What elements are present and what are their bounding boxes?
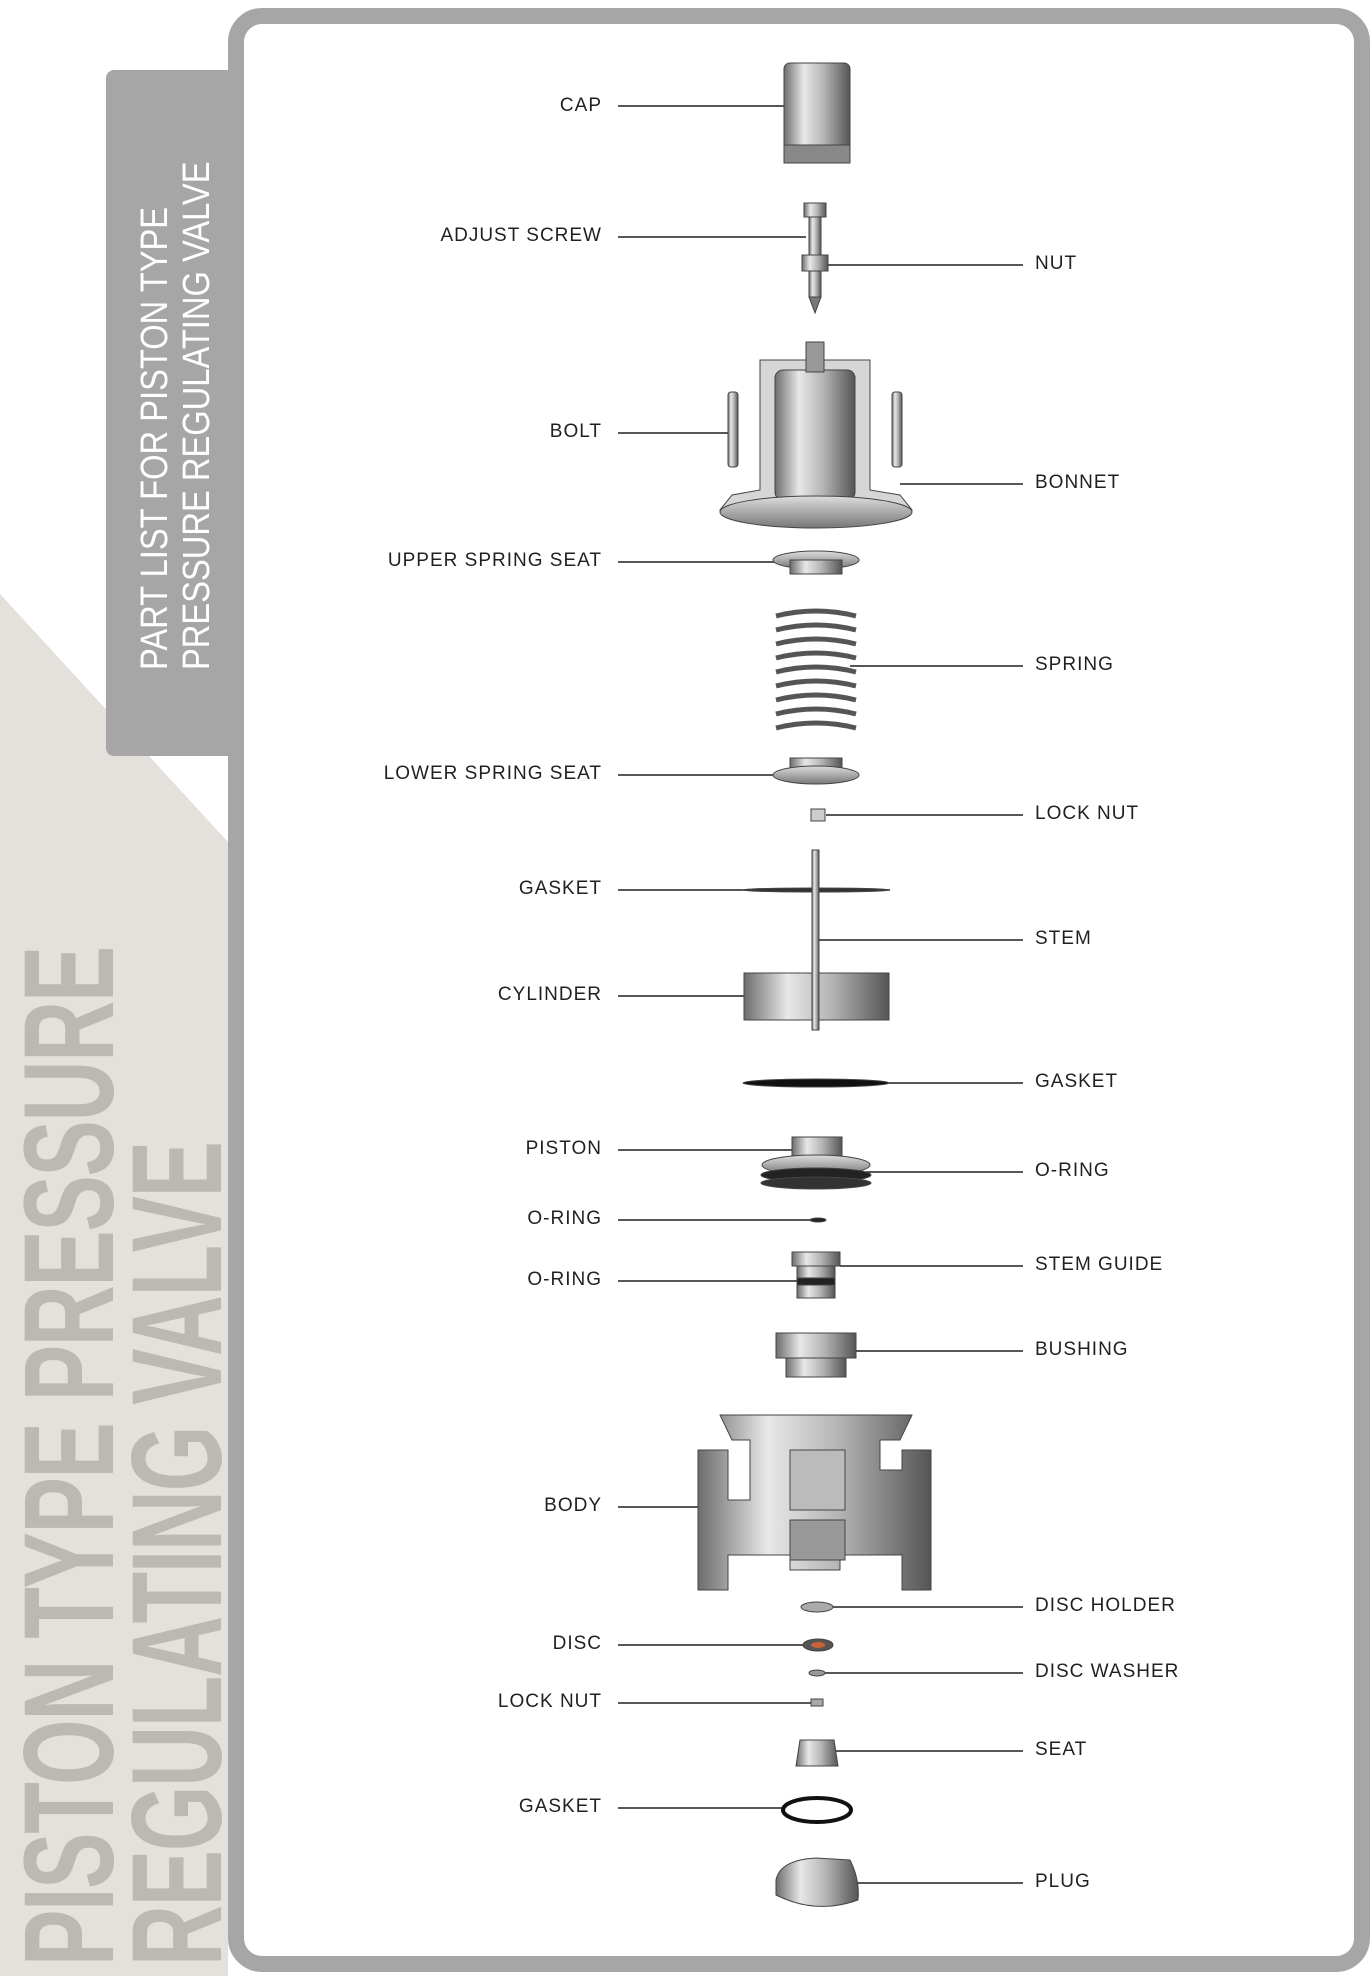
seat-part (795, 1739, 839, 1767)
label-gasket-upper: GASKET (518, 878, 602, 899)
label-gasket-right: GASKET (1035, 1071, 1119, 1092)
label-lower-spring-seat: LOWER SPRING SEAT (383, 763, 602, 784)
label-lock-nut: LOCK NUT (1035, 803, 1140, 824)
label-adjust-screw: ADJUST SCREW (440, 225, 602, 246)
label-o-ring-1: O-RING (527, 1208, 602, 1229)
label-bushing: BUSHING (1035, 1339, 1129, 1360)
label-disc: DISC (552, 1633, 602, 1654)
stem-guide-part (791, 1251, 841, 1299)
label-spring: SPRING (1035, 654, 1114, 675)
label-bolt: BOLT (549, 421, 602, 442)
label-nut: NUT (1035, 253, 1078, 274)
o-ring-small-part (809, 1217, 827, 1223)
upper-spring-seat-part (772, 550, 860, 575)
label-piston: PISTON (525, 1138, 602, 1159)
bushing-part (775, 1332, 857, 1378)
label-seat: SEAT (1035, 1739, 1088, 1760)
label-o-ring-2: O-RING (527, 1269, 602, 1290)
leader-lines (618, 105, 1023, 1884)
label-cap: CAP (559, 95, 602, 116)
plug-part (775, 1857, 859, 1907)
label-disc-holder: DISC HOLDER (1035, 1595, 1176, 1616)
lock-nut-part (810, 808, 826, 822)
label-bonnet: BONNET (1035, 472, 1121, 493)
label-plug: PLUG (1035, 1871, 1091, 1892)
label-stem: STEM (1035, 928, 1092, 949)
label-stem-guide: STEM GUIDE (1035, 1254, 1164, 1275)
label-disc-washer: DISC WASHER (1035, 1661, 1180, 1682)
label-upper-spring-seat: UPPER SPRING SEAT (387, 550, 602, 571)
piston-part (760, 1136, 872, 1190)
bolt-part (727, 391, 739, 468)
gasket-ring-part (781, 1796, 853, 1824)
bonnet-part (718, 341, 914, 529)
title-tab: PART LIST FOR PISTON TYPE PRESSURE REGUL… (106, 70, 230, 756)
lock-nut-lower-part (810, 1698, 824, 1707)
disc-holder-part (800, 1601, 834, 1613)
label-o-ring-right: O-RING (1035, 1160, 1110, 1181)
adjust-screw-part (801, 202, 829, 315)
gasket-black-part (742, 1078, 890, 1088)
background-triangle (0, 594, 228, 1976)
label-body: BODY (544, 1495, 602, 1516)
body-part (697, 1414, 932, 1591)
label-gasket-lower: GASKET (518, 1796, 602, 1817)
stem-part (811, 849, 820, 1031)
disc-washer-part (808, 1669, 826, 1677)
spring-part (775, 608, 857, 731)
label-cylinder: CYLINDER (497, 984, 602, 1005)
lower-spring-seat-part (772, 757, 860, 785)
label-lock-nut-lower: LOCK NUT (497, 1691, 602, 1712)
